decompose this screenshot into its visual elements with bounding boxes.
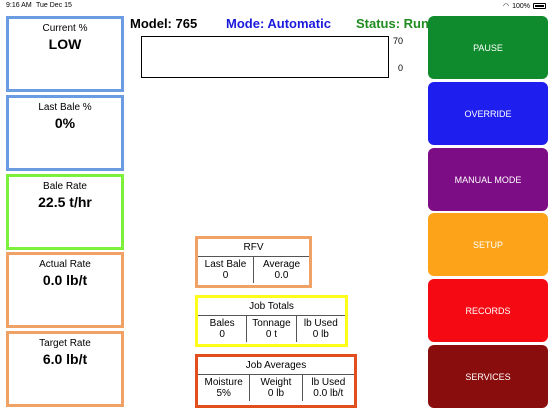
job-totals-bales-cell: Bales 0 xyxy=(198,316,246,342)
battery-icon xyxy=(533,3,546,9)
actual-rate-card: Actual Rate 0.0 lb/t xyxy=(6,252,124,328)
job-totals-title: Job Totals xyxy=(198,298,345,316)
target-rate-label: Target Rate xyxy=(39,338,91,349)
job-averages-lb-used-cell: lb Used 0.0 lb/t xyxy=(301,375,354,401)
job-totals-tonnage-label: Tonnage xyxy=(252,318,291,329)
current-percent-card: Current % LOW xyxy=(6,16,124,92)
manual-mode-button[interactable]: MANUAL MODE xyxy=(428,148,548,211)
last-bale-percent-card: Last Bale % 0% xyxy=(6,95,124,171)
graph-min-label: 0 xyxy=(398,63,404,73)
bale-rate-value: 22.5 t/hr xyxy=(38,194,92,210)
status-bar: 9:16 AM Tue Dec 15 ◠ 100% xyxy=(0,0,552,12)
job-totals-bales-label: Bales xyxy=(209,318,235,329)
rfv-panel: RFV Last Bale 0 Average 0.0 xyxy=(195,236,312,288)
job-averages-moisture-cell: Moisture 5% xyxy=(198,375,249,401)
current-percent-value: LOW xyxy=(48,36,82,52)
model-label: Model: 765 xyxy=(130,16,198,31)
wifi-icon: ◠ xyxy=(502,3,510,10)
rfv-average-cell: Average 0.0 xyxy=(253,257,309,283)
target-rate-card: Target Rate 6.0 lb/t xyxy=(6,331,124,407)
rfv-last-bale-value: 0 xyxy=(222,270,229,281)
graph-max-label: 70 xyxy=(393,36,404,46)
status-right: ◠ 100% xyxy=(503,2,546,10)
rfv-last-bale-cell: Last Bale 0 xyxy=(198,257,253,283)
pause-button[interactable]: PAUSE xyxy=(428,16,548,79)
status-label: Status: Run xyxy=(356,16,429,31)
last-bale-percent-label: Last Bale % xyxy=(38,102,92,113)
job-totals-panel: Job Totals Bales 0 Tonnage 0 t lb Used 0… xyxy=(195,295,348,347)
rfv-title: RFV xyxy=(198,239,309,257)
last-bale-percent-value: 0% xyxy=(54,115,76,131)
target-rate-value: 6.0 lb/t xyxy=(42,351,88,367)
status-time: 9:16 AM xyxy=(6,2,32,9)
job-averages-weight-value: 0 lb xyxy=(267,388,285,399)
job-totals-tonnage-cell: Tonnage 0 t xyxy=(246,316,295,342)
job-averages-moisture-label: Moisture xyxy=(204,377,243,388)
battery-percent: 100% xyxy=(512,2,530,10)
actual-rate-value: 0.0 lb/t xyxy=(42,272,88,288)
job-averages-panel: Job Averages Moisture 5% Weight 0 lb lb … xyxy=(195,354,357,408)
job-totals-lb-used-label: lb Used xyxy=(303,318,338,329)
rfv-average-value: 0.0 xyxy=(274,270,289,281)
rfv-last-bale-label: Last Bale xyxy=(204,259,247,270)
records-button[interactable]: RECORDS xyxy=(428,279,548,342)
job-totals-lb-used-value: 0 lb xyxy=(312,329,329,340)
actual-rate-label: Actual Rate xyxy=(39,259,91,270)
job-averages-title: Job Averages xyxy=(198,357,354,375)
status-date: Tue Dec 15 xyxy=(36,2,72,9)
rfv-average-label: Average xyxy=(262,259,301,270)
job-averages-moisture-value: 5% xyxy=(216,388,231,399)
job-averages-weight-cell: Weight 0 lb xyxy=(249,375,301,401)
job-totals-lb-used-cell: lb Used 0 lb xyxy=(295,316,345,342)
job-totals-tonnage-value: 0 t xyxy=(265,329,278,340)
setup-button[interactable]: SETUP xyxy=(428,213,548,276)
job-totals-bales-value: 0 xyxy=(219,329,225,340)
override-button[interactable]: OVERRIDE xyxy=(428,82,548,145)
bale-rate-card: Bale Rate 22.5 t/hr xyxy=(6,174,124,250)
bale-rate-label: Bale Rate xyxy=(43,181,87,192)
job-averages-weight-label: Weight xyxy=(260,377,292,388)
current-percent-label: Current % xyxy=(42,23,88,34)
moisture-graph xyxy=(141,36,389,78)
mode-label: Mode: Automatic xyxy=(226,16,331,31)
job-averages-lb-used-value: 0.0 lb/t xyxy=(313,388,344,399)
services-button[interactable]: SERVICES xyxy=(428,345,548,408)
job-averages-lb-used-label: lb Used xyxy=(311,377,346,388)
